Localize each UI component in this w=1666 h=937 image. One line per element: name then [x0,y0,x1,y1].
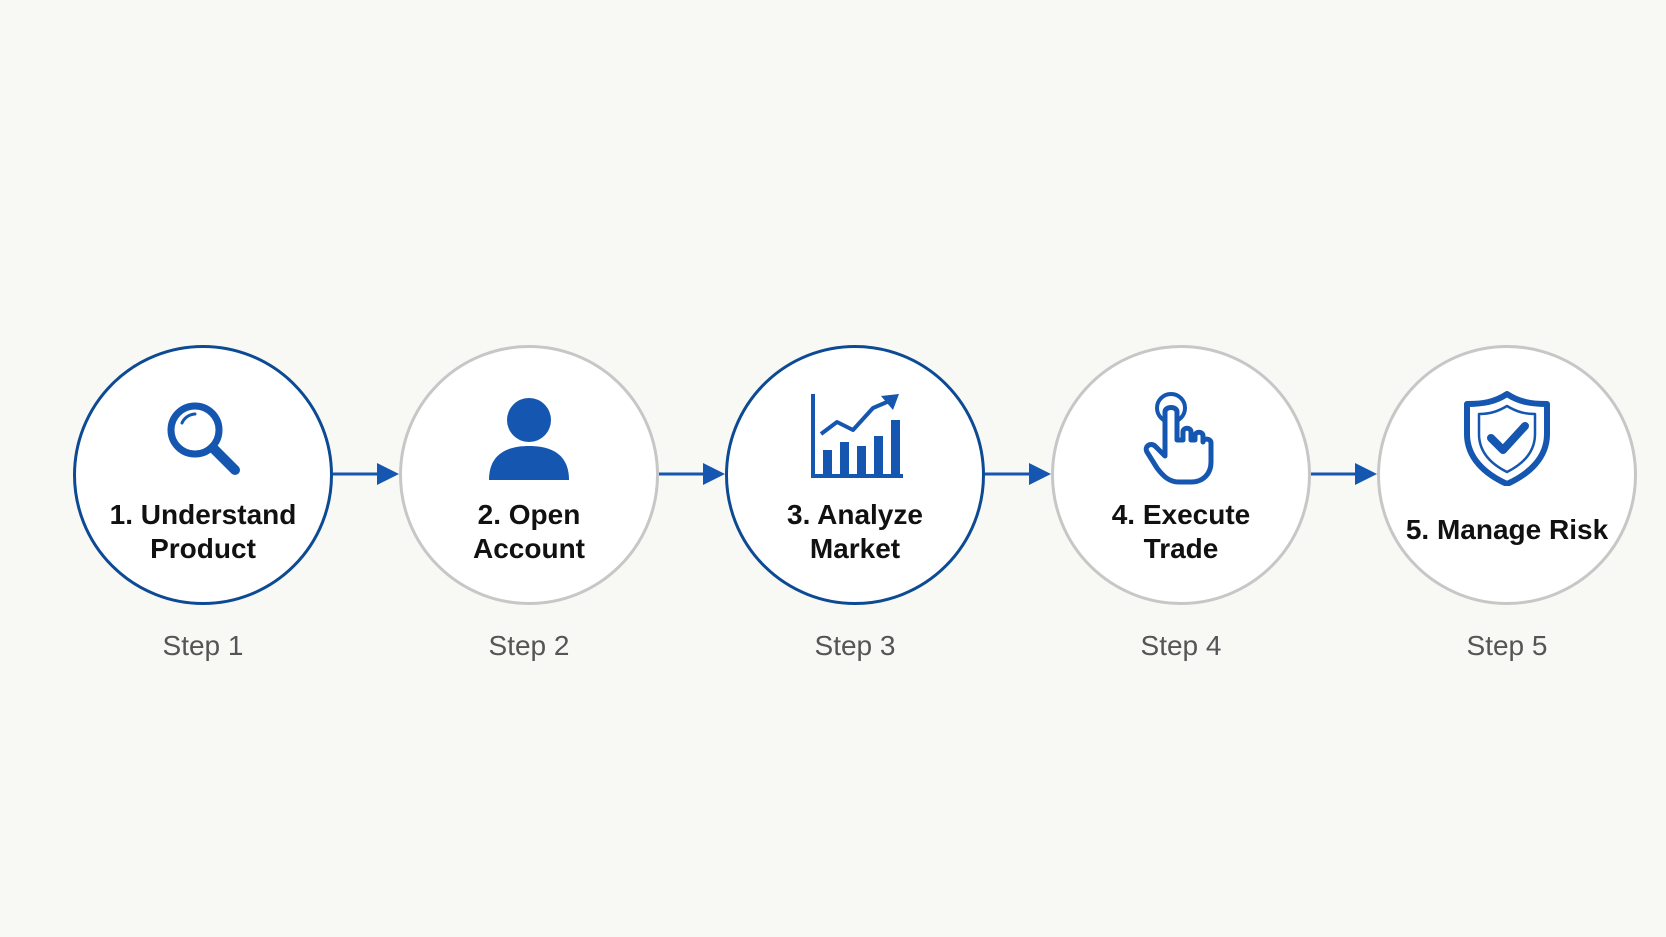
shield-check-icon [1459,390,1555,486]
step-2-title-line2: Account [473,533,585,564]
step-4-title-line2: Trade [1143,533,1219,564]
step-3-title-line1: 3. Analyze [787,499,923,530]
arrow-right-icon [1311,459,1377,489]
step-5-title: 5. Manage Risk [1398,513,1616,547]
step-2-circle: 2. Open Account [399,345,659,605]
step-2-title: 2. Open Account [420,498,638,566]
step-2-caption: Step 2 [488,630,570,661]
step-4-title-line1: 4. Execute [1111,499,1251,530]
step-1-circle: 1. Understand Product [73,345,333,605]
step-1-title: 1. Understand Product [94,498,312,566]
step-1-caption: Step 1 [162,630,244,661]
arrow-right-icon [985,459,1051,489]
arrow-right-icon [659,459,725,489]
step-1-title-line1: 1. Understand [109,499,297,530]
step-2-title-line1: 2. Open [477,499,581,530]
bar-chart-trend-icon [807,390,903,486]
magnifier-icon [155,390,251,486]
step-4-title: 4. Execute Trade [1072,498,1290,566]
step-5-caption: Step 5 [1466,630,1548,661]
step-3-circle: 3. Analyze Market [725,345,985,605]
step-5-title-line1: 5. Manage Risk [1405,514,1609,545]
step-5-circle: 5. Manage Risk [1377,345,1637,605]
step-4-circle: 4. Execute Trade [1051,345,1311,605]
step-1-title-line2: Product [150,533,256,564]
user-icon [481,390,577,486]
arrow-right-icon [333,459,399,489]
step-3-title-line2: Market [809,533,901,564]
step-4-caption: Step 4 [1140,630,1222,661]
step-3-title: 3. Analyze Market [746,498,964,566]
step-3-caption: Step 3 [814,630,896,661]
tap-hand-icon [1133,390,1229,486]
